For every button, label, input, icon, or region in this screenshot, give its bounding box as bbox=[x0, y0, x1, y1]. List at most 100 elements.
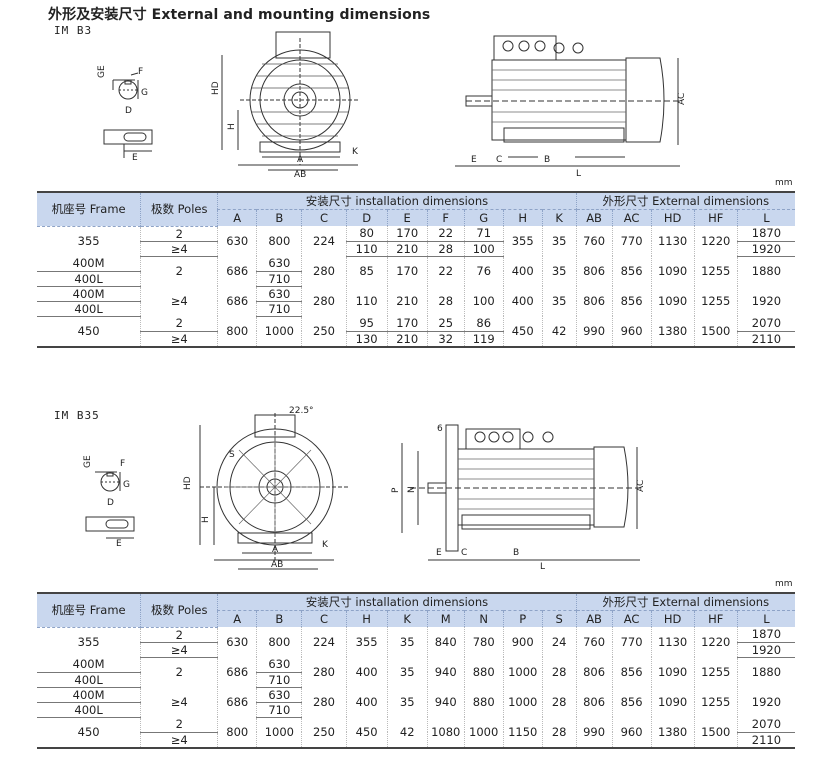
value-cell: 1130 bbox=[651, 226, 695, 256]
value-cell: 990 bbox=[576, 316, 613, 347]
column-header: L bbox=[737, 610, 795, 627]
value-cell: 940 bbox=[427, 657, 465, 687]
value-cell: 250 bbox=[301, 316, 347, 347]
value-cell: 1870 bbox=[737, 627, 795, 643]
frame-cell: 450 bbox=[37, 316, 142, 347]
value-cell: 119 bbox=[464, 331, 504, 347]
column-header: AB bbox=[576, 610, 613, 627]
value-cell: 35 bbox=[542, 226, 577, 256]
dim-label: A bbox=[297, 155, 304, 165]
value-cell: 856 bbox=[612, 256, 652, 286]
value-cell: 1920 bbox=[751, 695, 782, 709]
column-header: H bbox=[503, 209, 543, 226]
dim-label: E bbox=[471, 155, 477, 165]
frame-cell: 400L bbox=[37, 672, 142, 688]
poles-cell: 2 bbox=[140, 657, 219, 687]
value-cell: 990 bbox=[576, 717, 613, 748]
value-cell: 760 bbox=[576, 226, 613, 256]
value-cell: 2110 bbox=[737, 331, 795, 347]
poles-cell: 2 bbox=[140, 316, 219, 332]
column-header: C bbox=[301, 209, 347, 226]
value-cell: 170 bbox=[387, 226, 428, 242]
value-cell: 1920 bbox=[737, 642, 795, 658]
value-cell: 170 bbox=[387, 256, 428, 286]
value-cell: 960 bbox=[612, 717, 652, 748]
dim-label: E bbox=[132, 153, 138, 163]
value-cell: 35 bbox=[542, 286, 577, 316]
b3-front-view bbox=[221, 31, 360, 171]
value-cell: 2110 bbox=[737, 732, 795, 748]
value-cell: 71 bbox=[464, 226, 504, 242]
column-header: C bbox=[301, 610, 347, 627]
value-cell: 28 bbox=[427, 241, 465, 257]
frame-cell: 400L bbox=[37, 271, 142, 287]
dim-label: C bbox=[496, 155, 502, 165]
dim-label: HD bbox=[211, 81, 221, 95]
column-header: HF bbox=[694, 209, 738, 226]
value-cell: 806 bbox=[576, 256, 613, 286]
b3-drawings: GE F G D E HD H A AB K E C B L AC bbox=[97, 31, 687, 180]
installation-header: 安装尺寸 installation dimensions bbox=[217, 593, 577, 611]
value-cell: 960 bbox=[612, 316, 652, 347]
value-cell: 22 bbox=[427, 256, 465, 286]
value-cell: 1870 bbox=[737, 226, 795, 242]
value-cell: 28 bbox=[542, 717, 577, 748]
poles-cell: 2 bbox=[140, 627, 219, 643]
column-header: A bbox=[217, 209, 258, 226]
value-cell: 32 bbox=[427, 331, 465, 347]
value-cell: 800 bbox=[256, 226, 303, 256]
shaft-key-icon bbox=[103, 129, 153, 158]
dim-label: E bbox=[436, 548, 442, 558]
value-cell: 210 bbox=[387, 331, 428, 347]
column-header: G bbox=[464, 209, 504, 226]
value-cell: 280 bbox=[301, 657, 347, 687]
value-cell: 80 bbox=[346, 226, 388, 242]
column-header: B bbox=[256, 209, 303, 226]
value-cell: 806 bbox=[576, 687, 613, 717]
column-header: A bbox=[217, 610, 258, 627]
frame-cell: 355 bbox=[37, 627, 142, 657]
dim-label: D bbox=[107, 498, 114, 508]
b35-side-view bbox=[401, 424, 640, 561]
dim-label: 22.5° bbox=[289, 406, 314, 416]
column-header: AC bbox=[612, 610, 652, 627]
value-cell: 280 bbox=[301, 687, 347, 717]
value-cell: 710 bbox=[256, 672, 303, 688]
column-header: B bbox=[256, 610, 303, 627]
value-cell: 280 bbox=[301, 286, 347, 316]
value-cell: 686 bbox=[217, 657, 258, 687]
dim-label: N bbox=[407, 486, 417, 493]
value-cell: 355 bbox=[503, 226, 543, 256]
frame-cell: 400L bbox=[37, 301, 142, 317]
dim-label: S bbox=[229, 450, 235, 460]
dim-label: GE bbox=[97, 65, 107, 78]
dim-label: D bbox=[125, 106, 132, 116]
dim-label: C bbox=[461, 548, 467, 558]
frame-cell: 400M bbox=[37, 657, 142, 673]
column-header: S bbox=[542, 610, 577, 627]
value-cell: 400 bbox=[346, 687, 388, 717]
column-header: AB bbox=[576, 209, 613, 226]
dim-label: G bbox=[123, 480, 130, 490]
value-cell: 630 bbox=[256, 657, 303, 673]
value-cell: 42 bbox=[387, 717, 428, 748]
dim-label: 6 bbox=[437, 424, 443, 434]
value-cell: 1255 bbox=[694, 687, 738, 717]
value-cell: 770 bbox=[612, 226, 652, 256]
value-cell: 770 bbox=[612, 627, 652, 657]
value-cell: 400 bbox=[346, 657, 388, 687]
shaft-section-icon bbox=[112, 72, 139, 100]
installation-header: 安装尺寸 installation dimensions bbox=[217, 192, 577, 210]
column-header: AC bbox=[612, 209, 652, 226]
value-cell: 806 bbox=[576, 286, 613, 316]
value-cell: 100 bbox=[464, 286, 504, 316]
value-cell: 1380 bbox=[651, 717, 695, 748]
dim-label: L bbox=[540, 562, 545, 572]
value-cell: 806 bbox=[576, 657, 613, 687]
frame-cell: 400M bbox=[37, 256, 142, 272]
value-cell: 1255 bbox=[694, 286, 738, 316]
dim-label: B bbox=[513, 548, 519, 558]
dim-label: HD bbox=[183, 476, 193, 490]
value-cell: 1920 bbox=[737, 241, 795, 257]
